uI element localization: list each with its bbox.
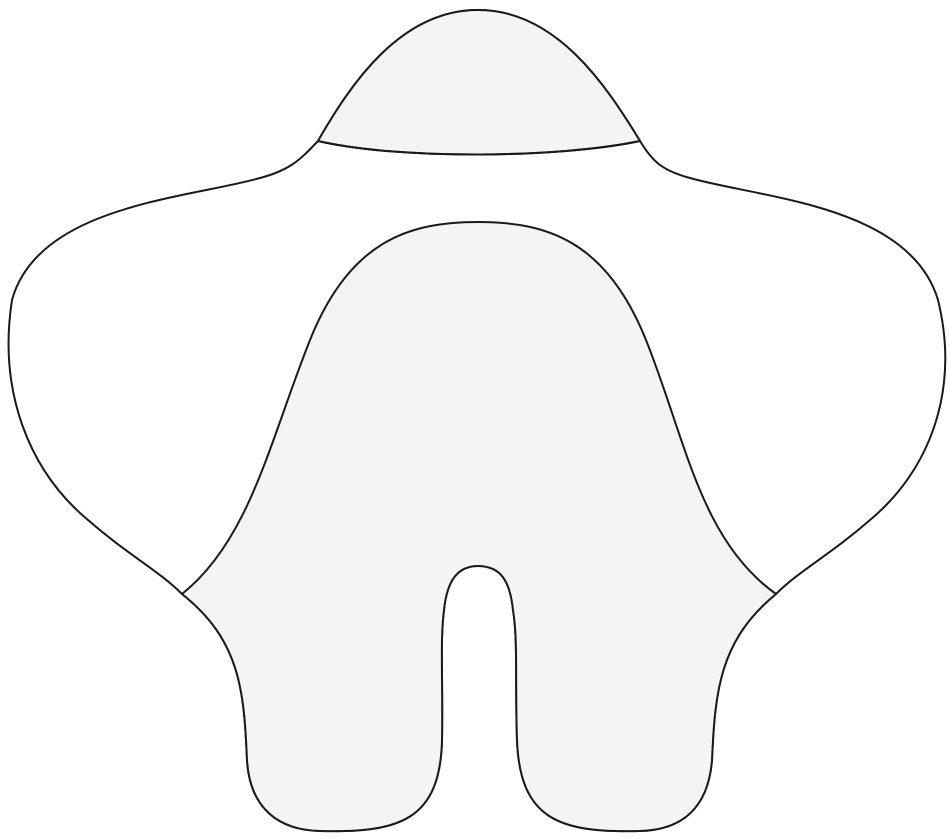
top-cap-region [318, 10, 640, 155]
